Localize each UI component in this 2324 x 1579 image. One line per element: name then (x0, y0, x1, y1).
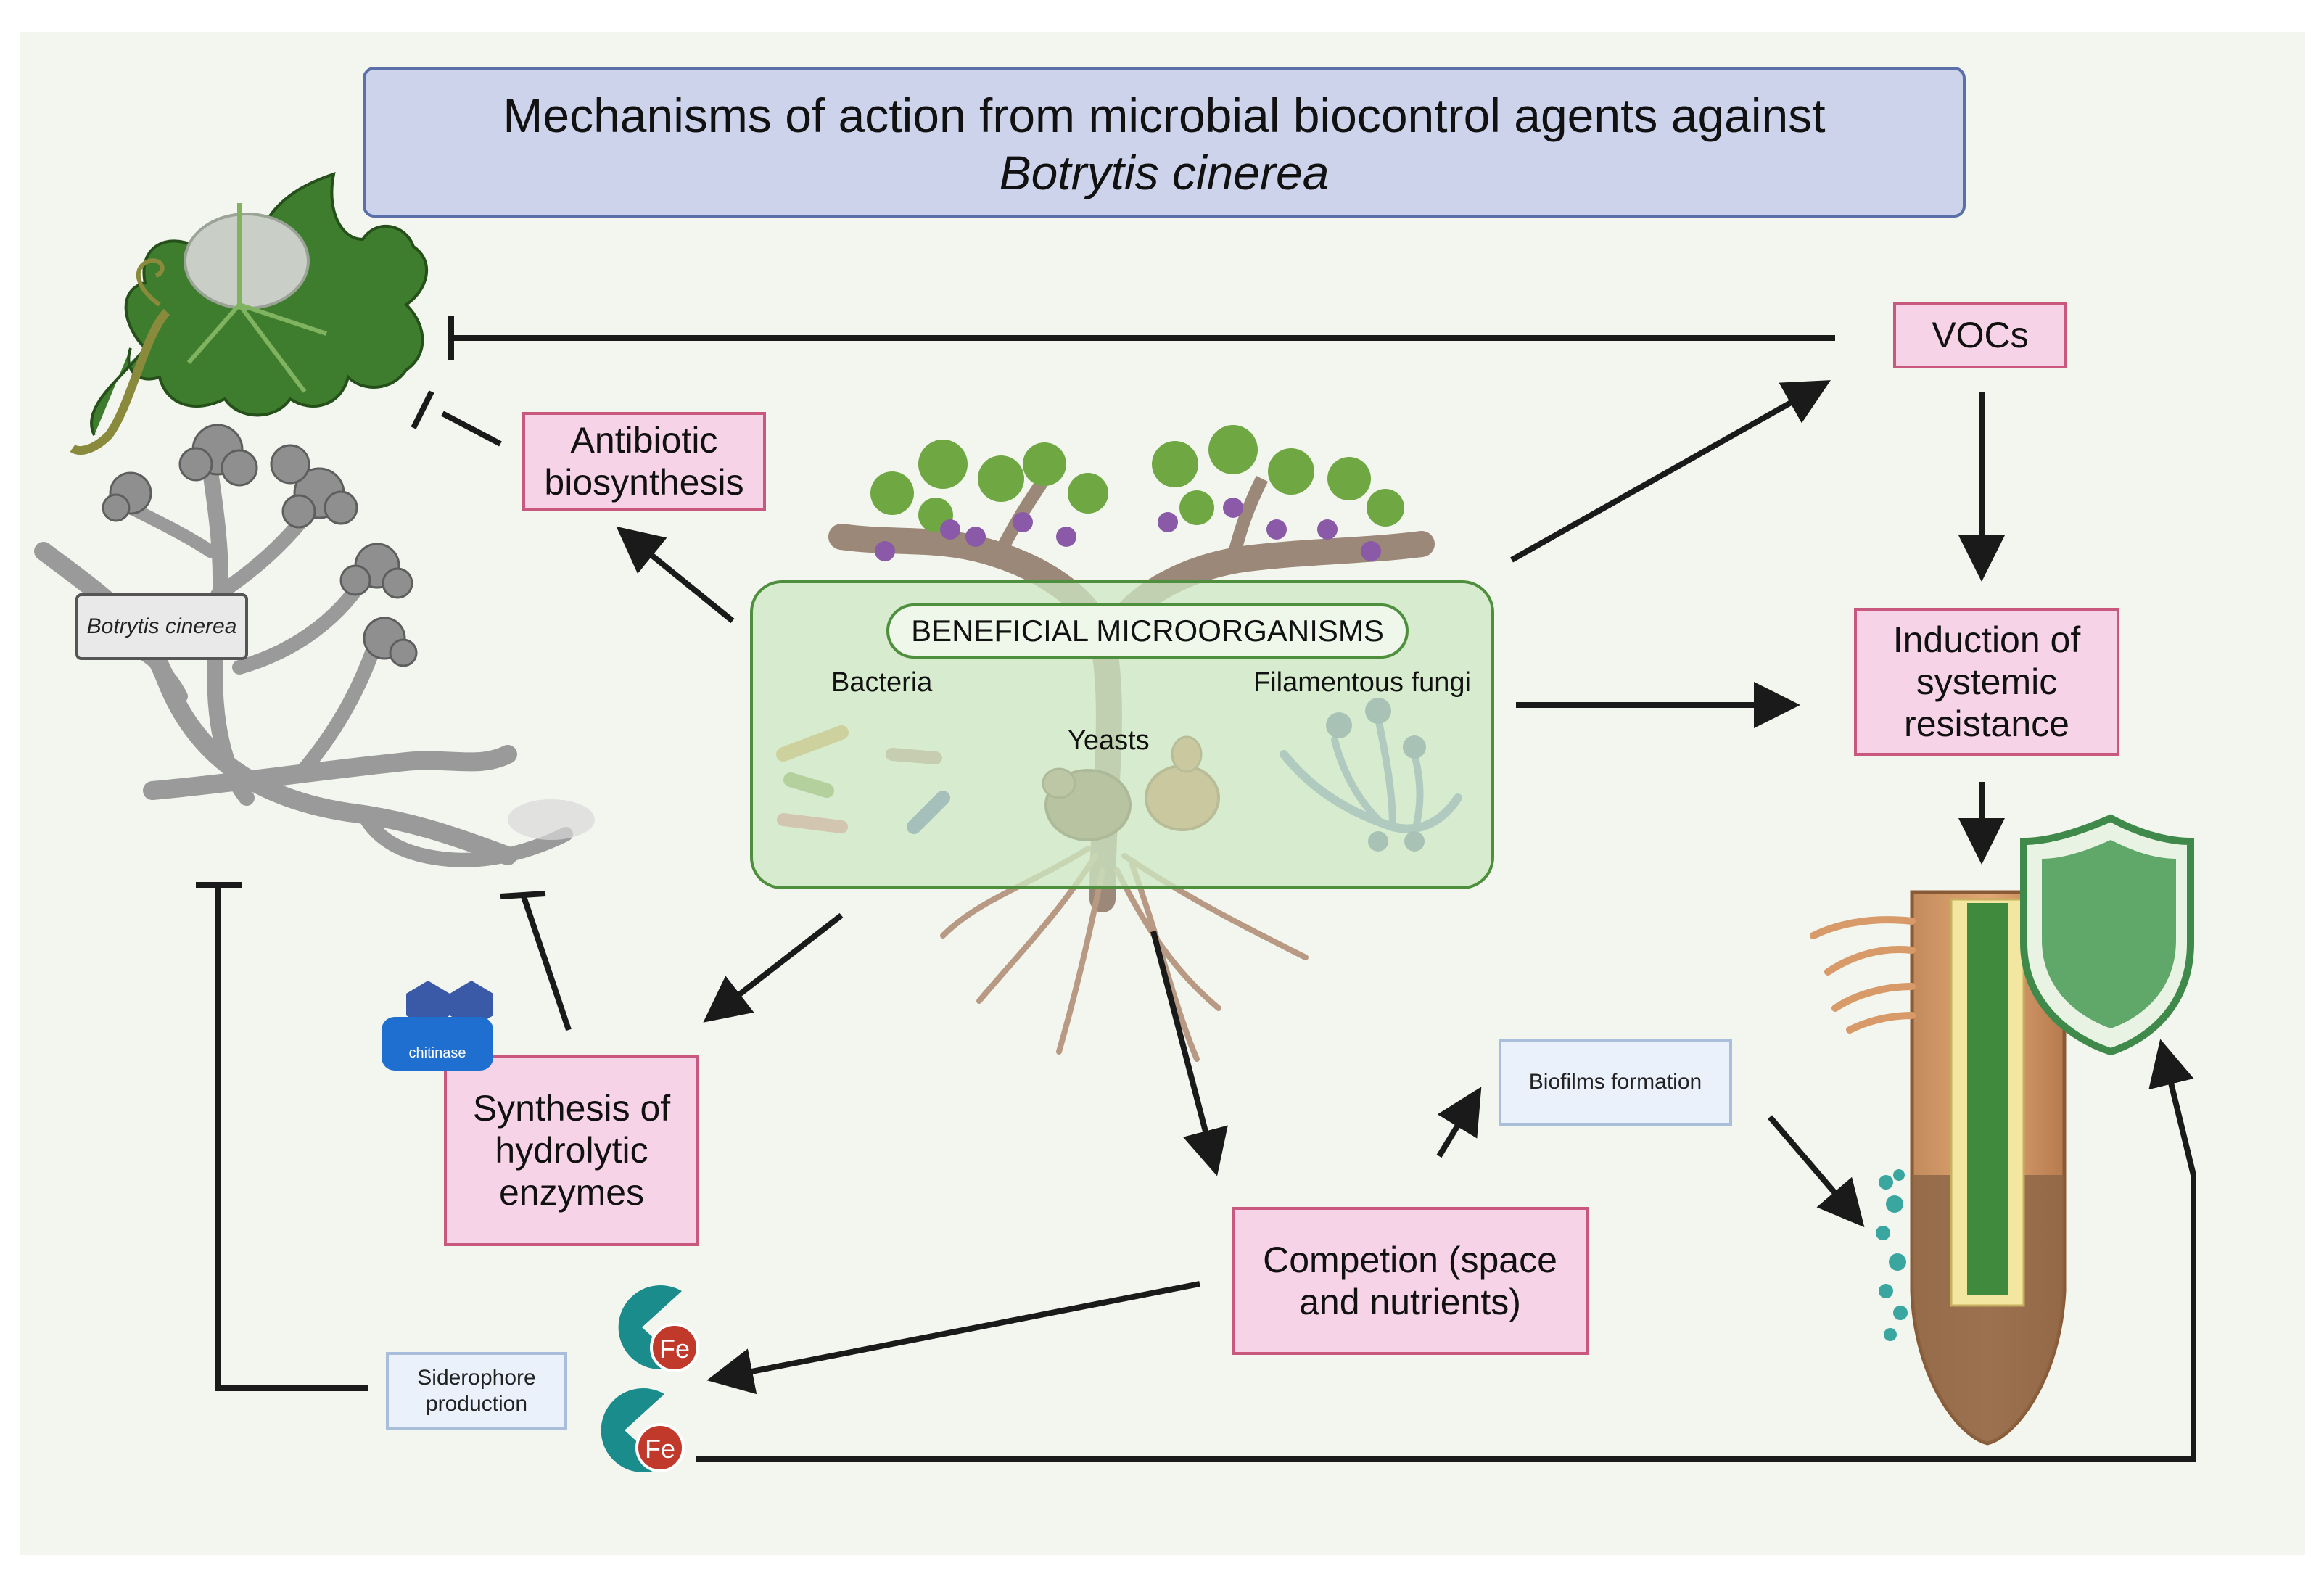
arrow-biofilms-to-root (1767, 1115, 1865, 1228)
arrow-hydrolytic-to-pathogen (521, 895, 572, 1031)
inhibit-bar-hydrolytic (500, 891, 546, 899)
hydrolytic-enzymes-box: Synthesis of hydrolytic enzymes (444, 1055, 699, 1246)
arrow-competition-to-siderophore (706, 1281, 1200, 1395)
title-line-2: Botrytis cinerea (999, 146, 1330, 199)
biofilms-box: Biofilms formation (1499, 1039, 1732, 1126)
arrow-center-to-hydrolytic (703, 912, 844, 1023)
bacteria-label: Bacteria (831, 667, 933, 698)
arrow-siderophore-to-pathogen (215, 885, 368, 1391)
botrytis-spore-cloud (508, 799, 595, 840)
diagram-title: Mechanisms of action from microbial bioc… (363, 67, 1966, 218)
chitinase-label: chitinase (382, 1017, 493, 1071)
arrow-antibiotic-to-pathogen (441, 411, 502, 447)
arrow-center-to-antibiotic (616, 526, 735, 624)
arrow-iron-to-root (696, 1039, 2196, 1462)
yeasts-label: Yeasts (1068, 725, 1150, 756)
pathogen-label: Botrytis cinerea (75, 593, 248, 660)
botrytis-conidia-icon (102, 424, 418, 667)
shield-icon (2020, 814, 2194, 1056)
beneficial-microorganisms-label: BENEFICIAL MICROORGANISMS (886, 603, 1409, 659)
siderophore-icon (601, 1285, 699, 1472)
arrow-competition-to-biofilms (1436, 1087, 1482, 1158)
siderophore-box: Siderophore production (386, 1352, 567, 1430)
chitinase-icon (406, 981, 493, 1028)
biofilm-icon (1876, 1169, 1908, 1341)
vocs-box: VOCs (1893, 302, 2067, 368)
systemic-resistance-box: Induction of systemic resistance (1854, 608, 2119, 756)
antibiotic-biosynthesis-box: Antibiotic biosynthesis (522, 412, 766, 511)
plant-root-icon (1810, 890, 2151, 1446)
arrow-center-to-competition (1150, 930, 1228, 1176)
competition-box: Competion (space and nutrients) (1232, 1207, 1589, 1355)
title-line-1: Mechanisms of action from microbial bioc… (503, 88, 1826, 142)
arrows (196, 316, 2196, 1462)
filamentous-fungi-label: Filamentous fungi (1253, 667, 1471, 698)
iron-label-2: Fe (645, 1434, 675, 1464)
grape-leaf-icon (70, 172, 428, 455)
inhibit-bar-antibiotic (411, 390, 434, 429)
arrow-center-to-vocs (1510, 380, 1831, 563)
iron-label-1: Fe (659, 1334, 690, 1364)
